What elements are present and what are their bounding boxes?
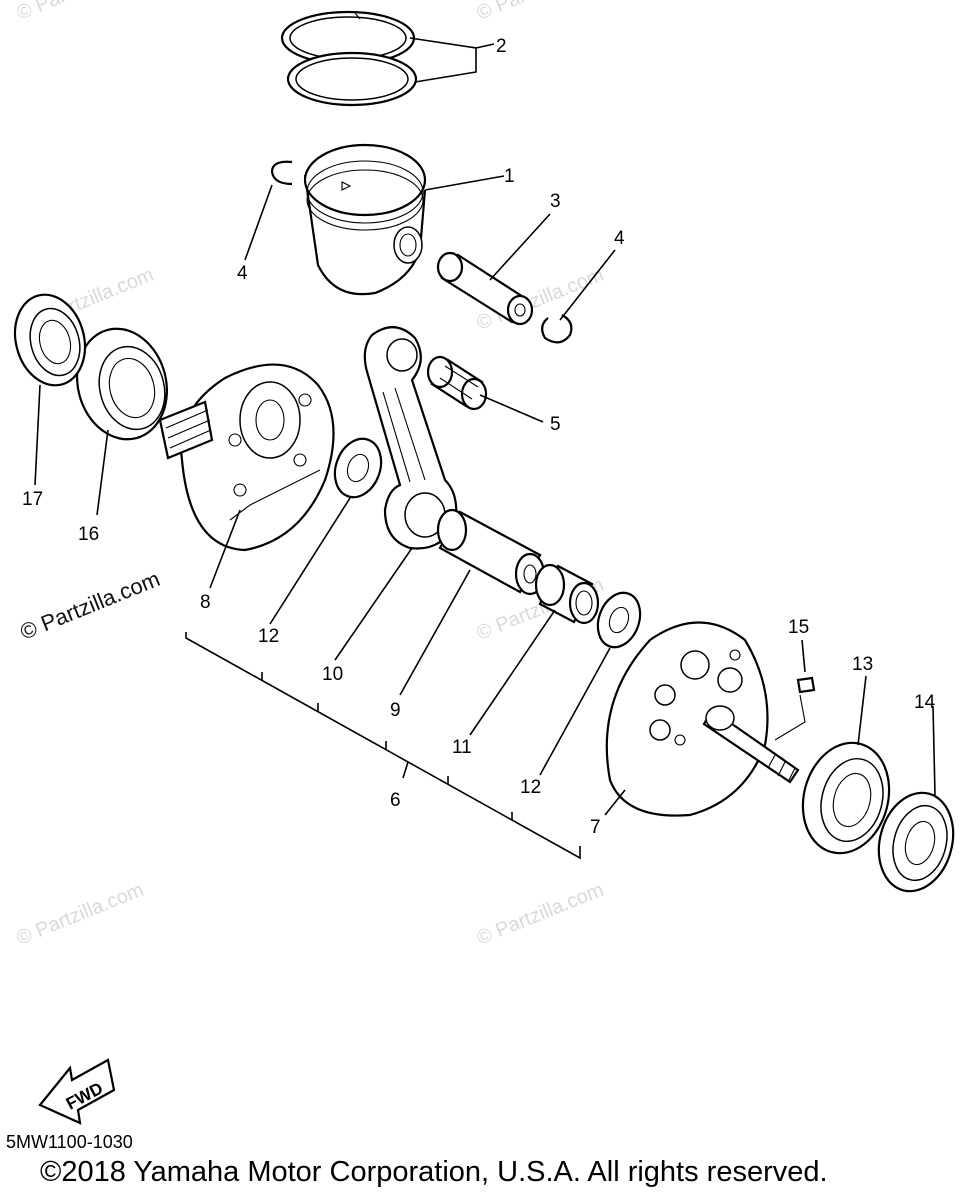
callout-17: 17 (22, 489, 43, 510)
callout-12-lower: 12 (520, 777, 541, 798)
diagram-code: 5MW1100-1030 (6, 1132, 133, 1152)
crank-pin (436, 508, 546, 596)
partzilla-watermark: © Partzilla.com (17, 566, 164, 645)
callout-14: 14 (914, 692, 936, 713)
fwd-arrow-icon: FWD (38, 1058, 116, 1125)
callout-6: 6 (390, 790, 401, 811)
thrust-washers (333, 437, 642, 649)
callout-10: 10 (322, 664, 343, 685)
right-oil-seal (877, 791, 955, 893)
callout-15: 15 (788, 617, 809, 638)
piston-pin (436, 251, 534, 326)
watermark: © Partzilla.com (474, 0, 607, 25)
callout-1: 1 (504, 166, 515, 187)
callout-4-left: 4 (237, 263, 248, 284)
crank-left (158, 363, 335, 552)
connecting-rod (363, 326, 458, 550)
small-end-bearing (426, 355, 488, 411)
piston (303, 143, 427, 296)
copyright-notice: ©2018 Yamaha Motor Corporation, U.S.A. A… (40, 1156, 828, 1188)
watermark: © Partzilla.com (14, 879, 147, 950)
left-oil-seal (13, 293, 87, 387)
callout-5: 5 (550, 414, 561, 435)
leader-lines (34, 37, 936, 860)
callout-13: 13 (852, 654, 873, 675)
callout-11: 11 (452, 737, 472, 758)
crank-right (605, 621, 800, 817)
left-crank-bearing (75, 327, 169, 441)
callout-9: 9 (390, 700, 401, 721)
callout-4-right: 4 (614, 228, 625, 249)
watermark: © Partzilla.com (474, 879, 607, 950)
right-crank-bearing (801, 741, 891, 855)
woodruff-key (774, 676, 816, 741)
piston-pin-clips (270, 160, 573, 344)
callout-12-upper: 12 (258, 626, 279, 647)
callout-8: 8 (200, 592, 211, 613)
callout-2: 2 (496, 36, 507, 57)
callout-16: 16 (78, 524, 99, 545)
watermark: © Partzilla.com (14, 0, 147, 25)
big-end-bearing (534, 563, 600, 625)
callout-3: 3 (550, 191, 561, 212)
callout-7: 7 (590, 817, 601, 838)
callout-labels: 1 2 3 4 4 5 17 16 8 12 10 9 11 6 12 7 15… (22, 36, 936, 838)
piston-rings (280, 10, 418, 107)
